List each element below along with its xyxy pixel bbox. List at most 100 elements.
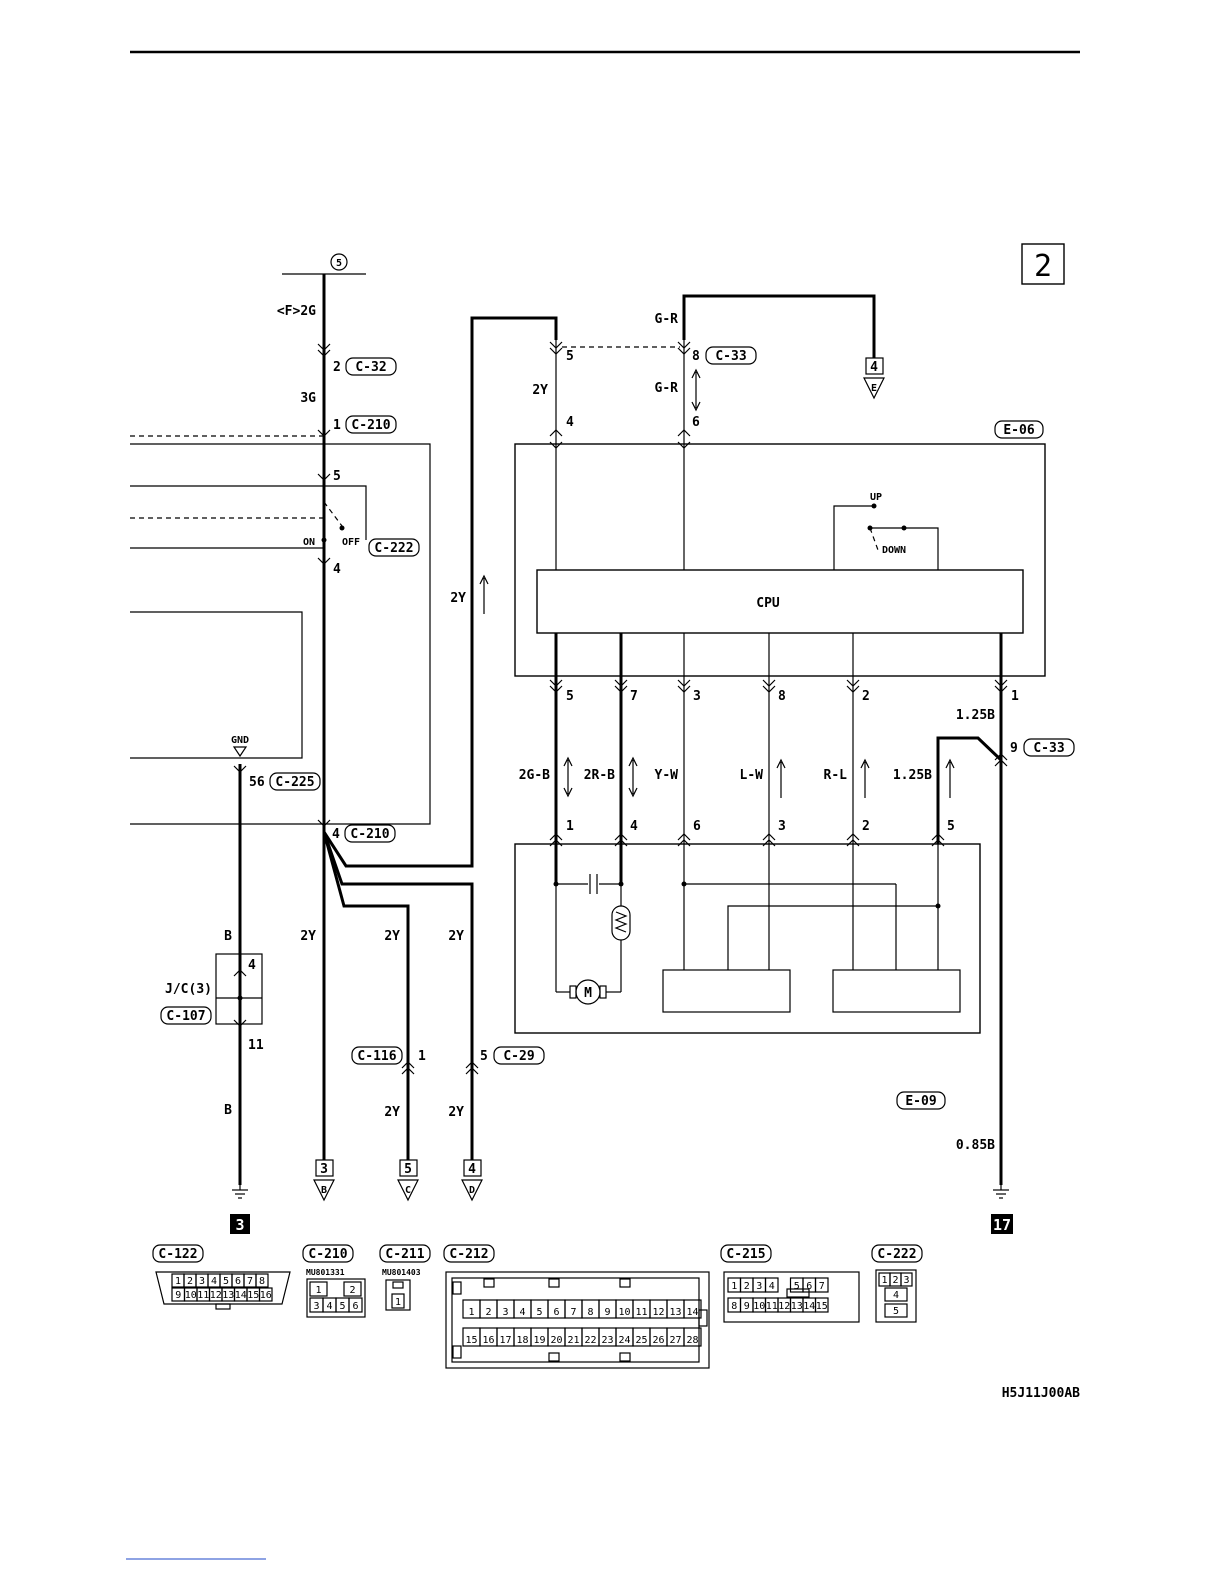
c107-label: C-107 <box>166 1009 205 1024</box>
pin-number: 1 <box>468 1307 474 1318</box>
c116-chevron <box>401 1061 415 1075</box>
pin-number: 3 <box>199 1276 205 1287</box>
jc-splice <box>237 995 243 1001</box>
section-number-box: 2 <box>1021 243 1065 285</box>
c225-label: C-225 <box>275 775 314 790</box>
c116-tag <box>351 1046 403 1065</box>
e06-top-pin4: 4 <box>566 415 574 430</box>
pin-number: 13 <box>791 1301 803 1312</box>
pin-number: 16 <box>482 1335 494 1346</box>
wire-label-085b: 0.85B <box>956 1138 995 1153</box>
wire-label-2y-d-lower: 2Y <box>448 1105 464 1120</box>
pin-number: 23 <box>601 1335 613 1346</box>
svg-text:C-122: C-122 <box>158 1247 197 1262</box>
pin-number: 15 <box>465 1335 477 1346</box>
pin-number: 4 <box>769 1281 775 1292</box>
c33-pin8: 8 <box>692 349 700 364</box>
c33-pin8-chevron <box>677 341 691 355</box>
pin-number: 2 <box>892 1275 898 1286</box>
svg-text:4: 4 <box>870 360 878 375</box>
off-page-c: 5 C <box>397 1159 419 1202</box>
pin-number: 7 <box>570 1307 576 1318</box>
svg-text:MU801403: MU801403 <box>382 1268 421 1277</box>
svg-text:MU801331: MU801331 <box>306 1268 345 1277</box>
top-terminal-circle <box>330 253 348 271</box>
wire-label-2y-c: 2Y <box>384 929 400 944</box>
sw-pin5-chevron <box>317 473 331 481</box>
c222-label: C-222 <box>374 541 413 556</box>
c33-bottom-label: C-33 <box>1033 741 1064 756</box>
c222-tag <box>368 538 420 557</box>
pin-number: 13 <box>222 1290 234 1301</box>
pin-number: 3 <box>502 1307 508 1318</box>
pin-number: 9 <box>175 1290 181 1301</box>
ground-ref-right-box <box>991 1214 1013 1234</box>
sensor-circuit <box>662 844 961 1013</box>
svg-text:D: D <box>469 1185 475 1196</box>
pin-number: 4 <box>211 1276 217 1287</box>
e06-bottom-pin8: 8 <box>778 689 786 704</box>
svg-text:C-210: C-210 <box>308 1247 347 1262</box>
pin-number: 10 <box>753 1301 765 1312</box>
pin-number: 9 <box>604 1307 610 1318</box>
pin-number: 21 <box>567 1335 579 1346</box>
connector-cavity <box>683 1299 702 1319</box>
connector-cavity <box>683 1327 702 1347</box>
c225-chevron <box>233 765 247 773</box>
c29-tag <box>493 1046 545 1065</box>
label-gnd: GND <box>231 735 249 746</box>
svg-text:E: E <box>871 383 877 394</box>
e06-top-pin5: 5 <box>566 349 574 364</box>
e06-top-pin6: 6 <box>692 415 700 430</box>
connector-cavity <box>391 1293 405 1309</box>
pin-number: 17 <box>499 1335 511 1346</box>
e06-pin6-chevron <box>677 429 691 449</box>
meter-inner-circuit <box>130 611 303 759</box>
jc-chevron-top <box>233 969 247 977</box>
branch-2y-to-e06 <box>322 316 558 868</box>
pin-number: 19 <box>533 1335 545 1346</box>
e09-pin2: 2 <box>862 819 870 834</box>
updown-wire-left <box>833 505 874 570</box>
e06-bottom-pin5: 5 <box>566 689 574 704</box>
e09-pin5-wire <box>936 736 1003 844</box>
wire-label-125b-lower: 1.25B <box>893 768 932 783</box>
branch-2y-to-d <box>322 831 474 1160</box>
e06-bottom-pin1: 1 <box>1011 689 1019 704</box>
c210-top-label: C-210 <box>351 418 390 433</box>
c33-bottom-tag <box>1023 738 1075 757</box>
flow-arrow-riser <box>479 574 489 614</box>
wire-label-yw: Y-W <box>655 768 679 783</box>
ground-symbol-left <box>232 1185 248 1199</box>
cpu-block <box>536 569 1024 634</box>
pin-number: 1 <box>315 1285 321 1296</box>
connector-cavity <box>884 1287 908 1302</box>
pin-number: 6 <box>553 1307 559 1318</box>
connector-cavity <box>884 1303 908 1318</box>
e06-tag <box>994 420 1044 439</box>
pin-1-c116: 1 <box>418 1049 426 1064</box>
e06-bottom-chevrons <box>549 679 1008 693</box>
pin-number: 1 <box>395 1297 401 1308</box>
pin-number: 16 <box>260 1290 272 1301</box>
bidir-arrow-gr <box>691 368 701 412</box>
motor-circuit: M <box>553 874 631 1005</box>
right-contact <box>901 525 907 531</box>
wire-label-2y-riser: 2Y <box>450 591 466 606</box>
svg-text:C-215: C-215 <box>726 1247 765 1262</box>
e06-bottom-pin7: 7 <box>630 689 638 704</box>
wire-label-2rb: 2R-B <box>584 768 615 783</box>
connector-cavity <box>348 1297 363 1313</box>
pin-number: 11 <box>635 1307 647 1318</box>
sw-pin4-chevron <box>317 557 331 565</box>
svg-text:M: M <box>584 986 592 1001</box>
c210-bottom-chevron <box>317 819 331 827</box>
ground-ref-left-box <box>230 1214 250 1234</box>
label-on: ON <box>303 537 315 548</box>
gnd-symbol <box>232 746 248 758</box>
svg-text:4: 4 <box>468 1162 476 1177</box>
pin-number: 26 <box>652 1335 664 1346</box>
pin-number: 1 <box>731 1281 737 1292</box>
